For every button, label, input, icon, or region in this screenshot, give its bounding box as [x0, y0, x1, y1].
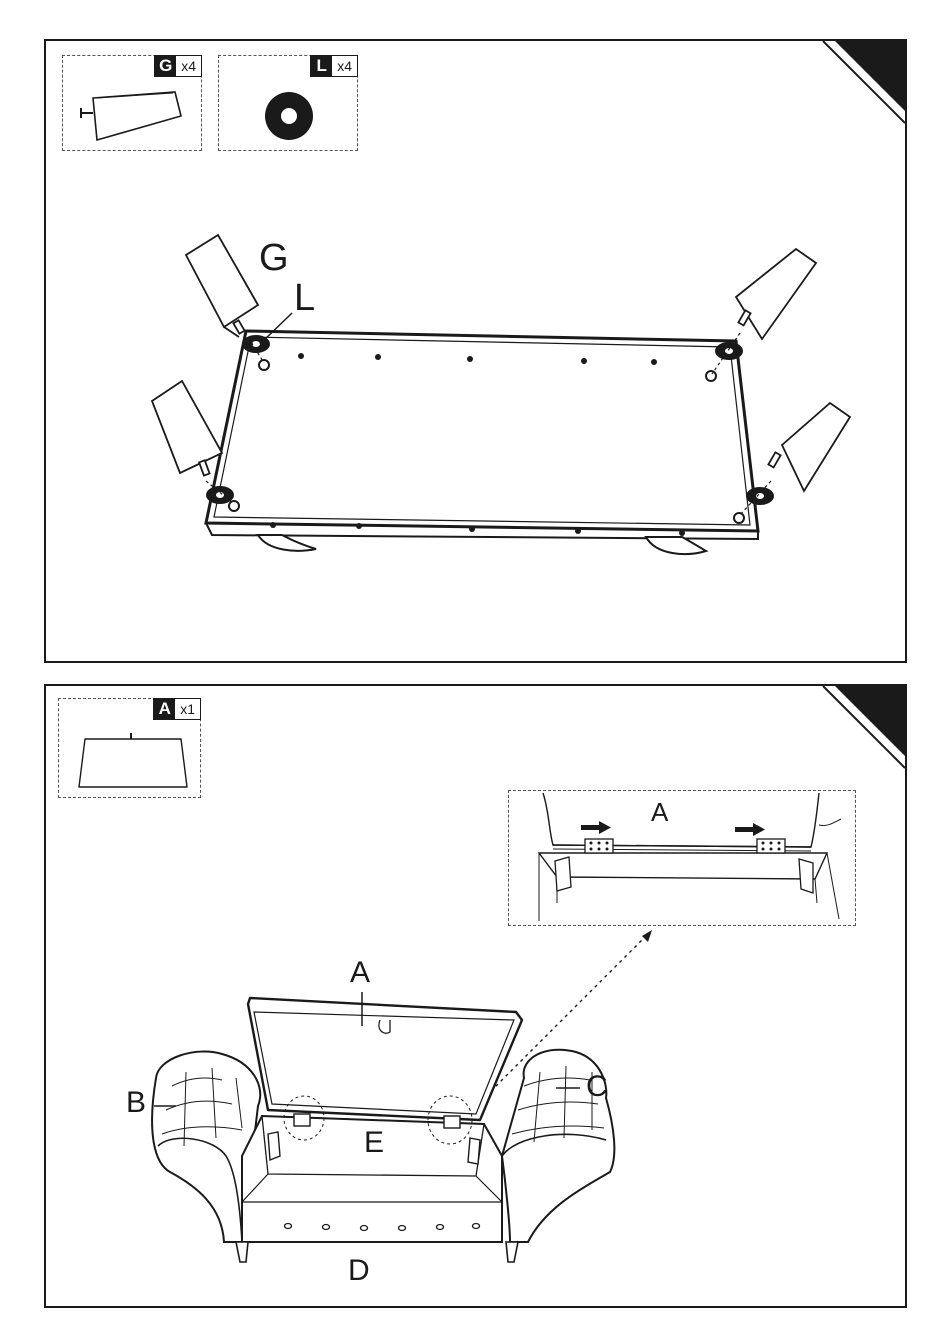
callout-l: L	[294, 279, 315, 317]
callout-b: B	[126, 1088, 146, 1118]
step-1-panel: G x4 L x4	[44, 39, 907, 663]
bench-base-drawing	[46, 41, 907, 663]
callout-c: C	[586, 1072, 608, 1102]
callout-g: G	[259, 239, 289, 277]
bench-assembly-drawing	[46, 686, 907, 1308]
callout-e: E	[364, 1128, 384, 1158]
callout-d: D	[348, 1256, 370, 1286]
step-2-panel: A x1	[44, 684, 907, 1308]
callout-a: A	[350, 958, 370, 988]
